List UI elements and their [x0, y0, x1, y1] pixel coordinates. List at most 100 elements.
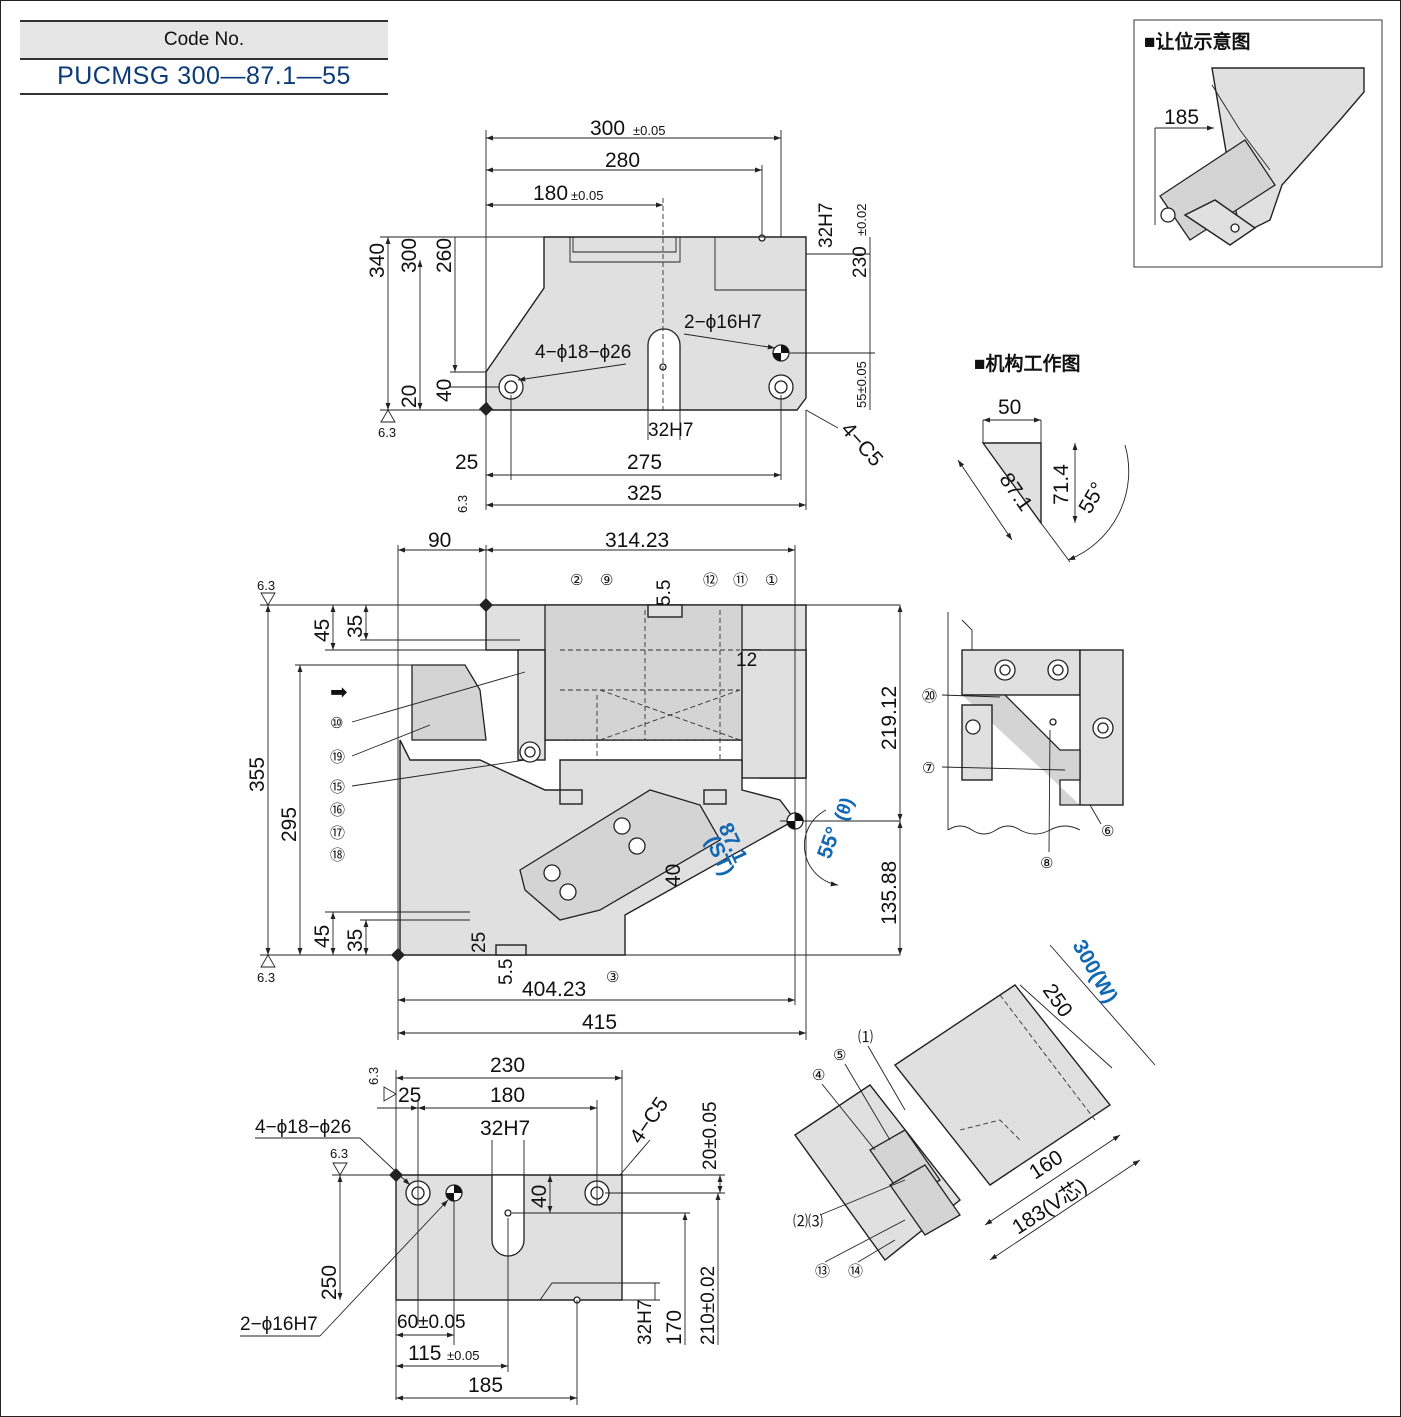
- top-d180-tol: ±0.05: [571, 188, 603, 203]
- callout-1: ①: [765, 572, 778, 589]
- front-d55b: 5.5: [496, 959, 517, 985]
- direction-arrow-icon: ➡: [330, 681, 348, 704]
- callout-5: ⑤: [833, 1047, 846, 1064]
- top-hole-pair: 2−ϕ16H7: [684, 312, 762, 333]
- bot-rough2: 6.3: [330, 1146, 348, 1161]
- callout-19: ⑲: [330, 749, 345, 766]
- front-rough: 6.3: [257, 578, 275, 593]
- front-d295: 295: [278, 807, 301, 842]
- front-d12: 12: [736, 650, 757, 671]
- front-d31423: 314.23: [605, 529, 669, 552]
- bot-d20: 20±0.05: [700, 1101, 721, 1170]
- top-d325: 325: [627, 482, 662, 505]
- clearance-inset: ■让位示意图 185: [1133, 19, 1383, 268]
- top-d280: 280: [605, 149, 640, 172]
- code-header: Code No.: [20, 20, 388, 60]
- callout-20: ⑳: [922, 688, 937, 705]
- front-d25: 25: [469, 932, 490, 953]
- bot-hole-pair: 2−ϕ16H7: [240, 1314, 318, 1335]
- bot-d60: 60±0.05: [397, 1312, 466, 1333]
- bot-d210: 210±0.02: [698, 1266, 719, 1345]
- bot-d32h7b: 32H7: [635, 1300, 656, 1345]
- mech-angle: 55°: [1074, 478, 1110, 517]
- bot-d115-tol: ±0.05: [447, 1348, 479, 1363]
- callout-8: ⑧: [1040, 855, 1053, 872]
- top-view: 300 ±0.05 280 180 ±0.05 32H7 230 ±0.02 5…: [366, 117, 887, 513]
- callout-3: ③: [606, 969, 619, 986]
- mech-dim-50: 50: [998, 396, 1021, 419]
- callout-12: ⑫: [703, 572, 718, 589]
- front-rough2: 6.3: [257, 970, 275, 985]
- callout-22-23: ⑵⑶: [793, 1213, 823, 1230]
- callout-14: ⑭: [848, 1263, 863, 1280]
- side-callouts: ⑳ ⑦ ⑧ ⑥: [922, 688, 1114, 872]
- top-chamfer: 4−C5: [836, 418, 887, 471]
- top-d32h7-bot: 32H7: [648, 420, 693, 441]
- top-d300: 300: [590, 117, 625, 140]
- bottom-view: 230 25 180 32H7 4−C5 4−ϕ18−ϕ26 20±0.05 4…: [240, 1054, 725, 1405]
- bot-chamfer: 4−C5: [625, 1093, 673, 1148]
- front-callouts: ② ⑨ ⑫ ⑪ ① ⑩ ⑲ ⑮ ⑯ ⑰ ⑱ ③: [330, 572, 778, 986]
- bot-d170: 170: [663, 1310, 686, 1345]
- callout-6: ⑥: [1101, 823, 1114, 840]
- front-d90: 90: [428, 529, 451, 552]
- front-d45a: 45: [311, 619, 334, 642]
- front-theta: (θ): [831, 795, 859, 824]
- side-view: ⑳ ⑦ ⑧ ⑥: [922, 612, 1124, 872]
- top-d20: 20: [398, 385, 421, 408]
- front-d55: 5.5: [654, 580, 675, 606]
- iso-view: 250 300(W) 160 183(V芯) ⑴ ⑤ ④ ⑵⑶ ⑬ ⑭: [793, 936, 1156, 1280]
- mech-dim-714: 71.4: [1050, 464, 1073, 505]
- iso-callouts: ⑴ ⑤ ④ ⑵⑶ ⑬ ⑭: [793, 1029, 873, 1280]
- top-d275: 275: [627, 451, 662, 474]
- callout-16: ⑯: [330, 802, 345, 819]
- bot-d32h7: 32H7: [480, 1117, 530, 1140]
- code-value: PUCMSG 300—87.1—55: [20, 60, 388, 95]
- bot-rough: 6.3: [366, 1067, 381, 1085]
- top-rough2: 6.3: [455, 495, 470, 513]
- front-d21912: 219.12: [878, 686, 901, 750]
- top-d260: 260: [433, 238, 456, 273]
- front-d35b: 35: [344, 929, 367, 952]
- top-d300-tol: ±0.05: [633, 123, 665, 138]
- code-box: Code No. PUCMSG 300—87.1—55: [20, 20, 388, 95]
- callout-15: ⑮: [330, 779, 345, 796]
- front-view: 90 314.23 404.23 415 355 295 45 35 45 35…: [246, 529, 903, 1040]
- bot-d185: 185: [468, 1374, 503, 1397]
- top-rough: 6.3: [378, 425, 396, 440]
- front-d40: 40: [662, 864, 685, 887]
- mechanism-title: ■机构工作图: [974, 352, 1080, 375]
- front-d415: 415: [582, 1011, 617, 1034]
- top-d25: 25: [455, 451, 478, 474]
- clearance-dim: 185: [1164, 106, 1199, 129]
- front-d355: 355: [246, 757, 269, 792]
- top-d180: 180: [533, 182, 568, 205]
- bot-d180: 180: [490, 1084, 525, 1107]
- callout-10: ⑩: [330, 715, 343, 732]
- callout-21: ⑴: [858, 1029, 873, 1046]
- bot-d40: 40: [528, 1185, 551, 1208]
- callout-2: ②: [570, 572, 583, 589]
- bot-hole-quad: 4−ϕ18−ϕ26: [255, 1117, 351, 1138]
- top-d340: 340: [366, 243, 389, 278]
- callout-13: ⑬: [815, 1263, 830, 1280]
- top-d230-tol: ±0.02: [854, 204, 869, 236]
- callout-17: ⑰: [330, 825, 345, 842]
- front-d35a: 35: [344, 615, 367, 638]
- front-d13588: 135.88: [878, 861, 901, 925]
- bot-d25: 25: [398, 1084, 421, 1107]
- callout-11: ⑪: [733, 572, 748, 589]
- iso-d250: 250: [1038, 980, 1077, 1022]
- mechanism-inset: ■机构工作图 50 87.1 71.4 55°: [957, 352, 1130, 563]
- bot-d250: 250: [318, 1265, 341, 1300]
- bot-d230: 230: [490, 1054, 525, 1077]
- top-d300v: 300: [398, 238, 421, 273]
- top-d230: 230: [850, 246, 871, 278]
- callout-9: ⑨: [600, 572, 613, 589]
- callout-4: ④: [812, 1067, 825, 1084]
- front-d40423: 404.23: [522, 978, 586, 1001]
- top-d32h7: 32H7: [816, 203, 837, 248]
- callout-18: ⑱: [330, 847, 345, 864]
- clearance-title: ■让位示意图: [1144, 30, 1250, 53]
